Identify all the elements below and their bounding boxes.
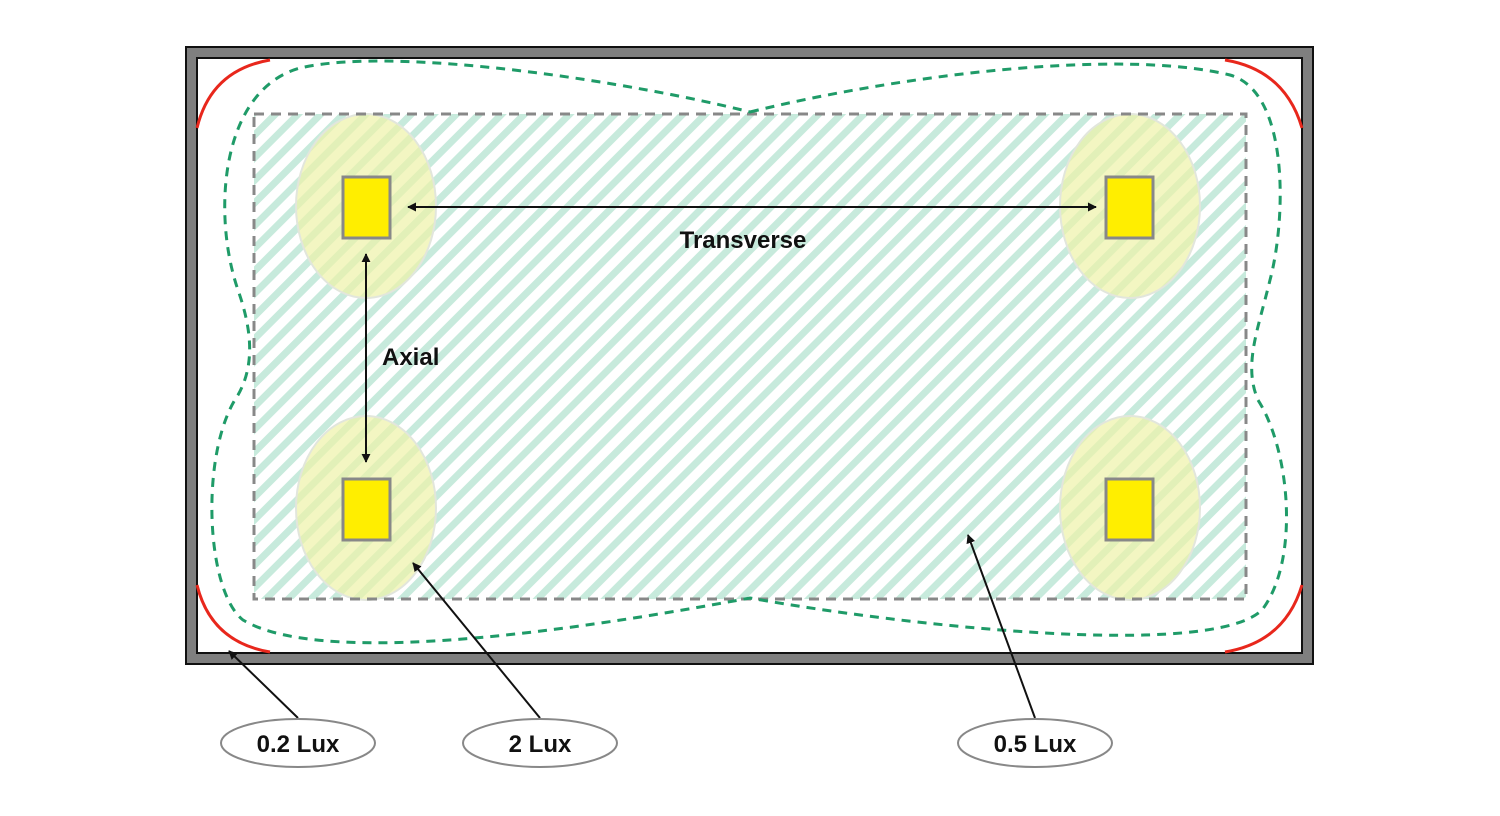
contour-0-5-lux [210,59,1288,645]
callout-2-lux: 2 Lux [462,718,618,768]
luminaire-bottom-left [341,477,392,542]
luminaire-top-right [1104,175,1155,240]
leader-0-5-lux [966,534,1036,719]
room-inner-edge [196,57,1303,654]
callout-0-2-lux: 0.2 Lux [220,718,376,768]
leader-2-lux [412,562,541,719]
callout-0-5-lux: 0.5 Lux [957,718,1113,768]
contour-0-2-lux-top-right [1224,58,1304,129]
axial-label: Axial [382,344,439,371]
callout-0-5-lux-text: 0.5 Lux [994,731,1077,758]
transverse-label: Transverse [680,227,807,254]
contour-0-2-lux-bottom-right [1224,584,1304,654]
callout-0-2-lux-text: 0.2 Lux [257,731,340,758]
leader-0-2-lux [228,650,299,719]
luminaires [341,175,1155,542]
luminaire-bottom-right [1104,477,1155,542]
callout-2-lux-text: 2 Lux [509,731,572,758]
luminaire-top-left [341,175,392,240]
room-wall [187,48,1312,663]
callout-0-5-lux-bubble [957,718,1113,768]
contour-0-2-lux-top-left [195,58,271,129]
contour-0-2-lux [195,58,1304,654]
contour-0-2-lux-bottom-left [195,584,271,654]
callout-0-2-lux-bubble [220,718,376,768]
callout-2-lux-bubble [462,718,618,768]
